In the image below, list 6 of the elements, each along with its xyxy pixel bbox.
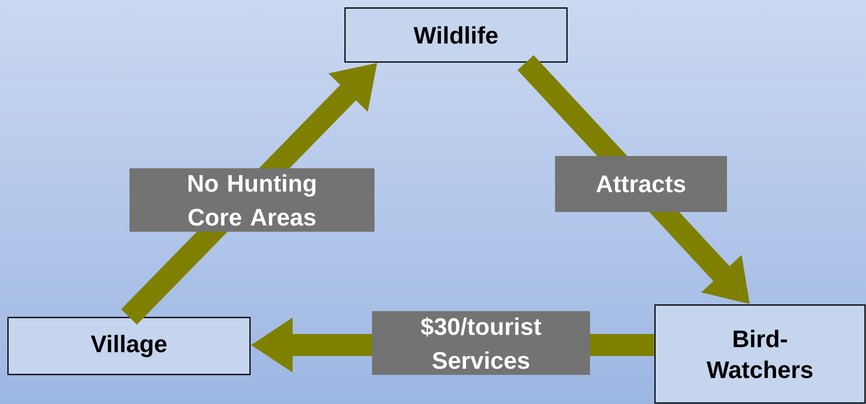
- edge-label: Attracts: [555, 156, 727, 212]
- edge-label: No Hunting Core Areas: [130, 168, 374, 232]
- edge-label: $30/tourist Services: [372, 311, 590, 375]
- label-box: Bird-Watchers: [654, 304, 866, 404]
- label-box: Wildlife: [344, 7, 568, 63]
- label-box: Village: [7, 316, 251, 376]
